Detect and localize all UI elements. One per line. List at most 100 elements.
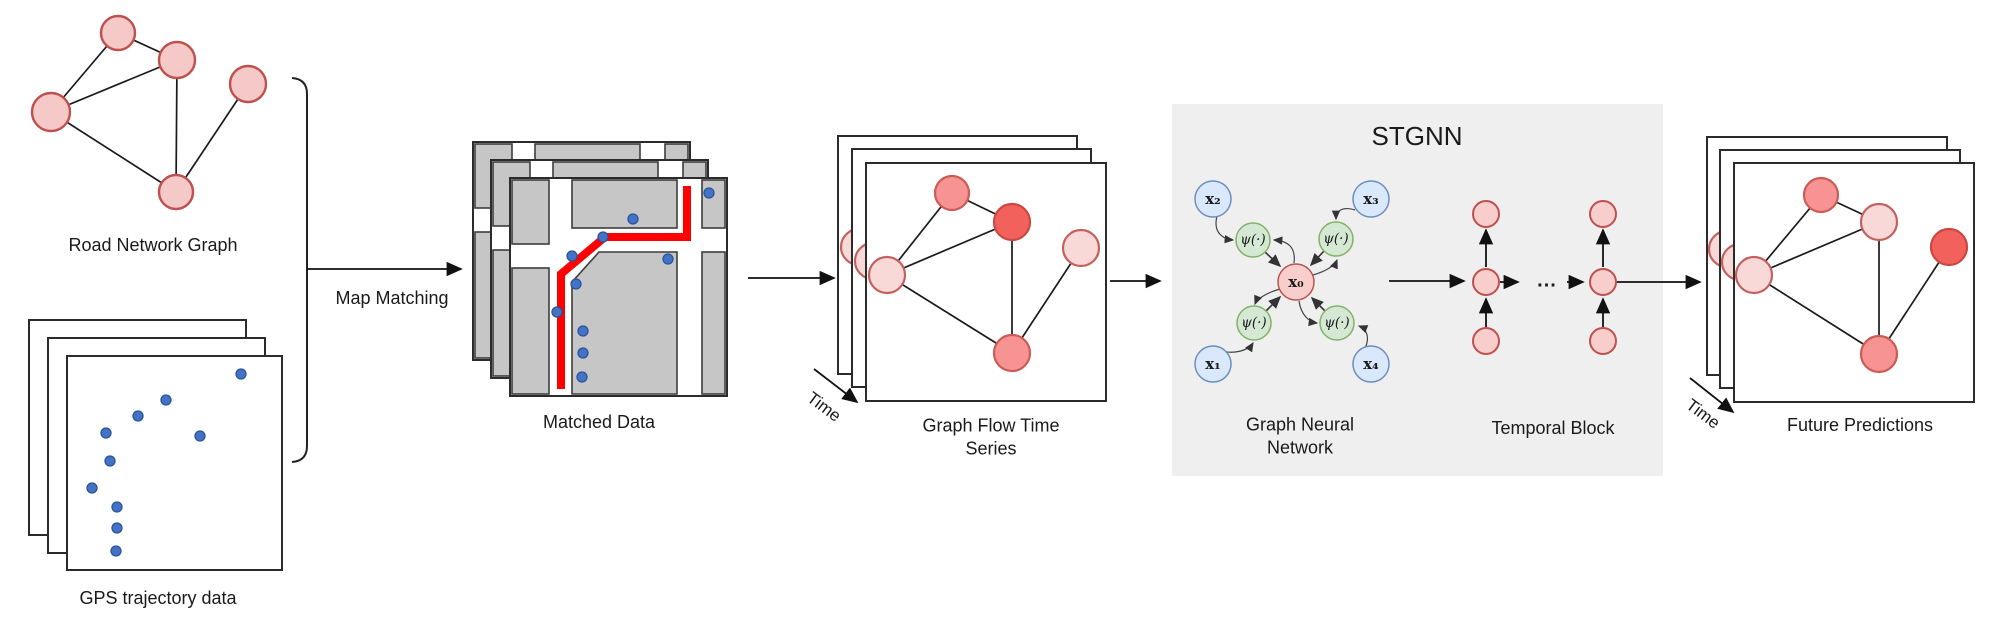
message-fn-node	[1318, 221, 1354, 257]
input-node-x4	[1352, 345, 1390, 383]
psi-label: ψ(·)	[1324, 315, 1350, 331]
map-block	[701, 251, 726, 395]
gps-point	[577, 325, 589, 337]
future-front-panel	[1733, 162, 1975, 403]
gps-point	[703, 187, 715, 199]
update-arrow	[1298, 300, 1319, 327]
graph-node	[1859, 202, 1899, 242]
temporal-node	[1472, 327, 1500, 355]
stgnn-box	[1172, 104, 1663, 476]
gps-point	[577, 347, 589, 359]
input-node-x3	[1352, 180, 1390, 218]
graph-node	[1929, 227, 1969, 267]
gps-point	[160, 394, 172, 406]
ellipsis: ...	[1537, 269, 1557, 292]
gps-point	[235, 368, 247, 380]
gps-point	[111, 501, 123, 513]
temporal-node	[1589, 200, 1617, 228]
gps-point	[104, 455, 116, 467]
future-predictions-panels	[1689, 136, 1975, 414]
graph-node	[992, 202, 1032, 242]
graph-edge	[1011, 247, 1082, 354]
message-fn-node	[1319, 305, 1355, 341]
gps-point	[86, 482, 98, 494]
x4-label: x₄	[1363, 355, 1379, 373]
gps-point	[551, 306, 563, 318]
gnn-label: Graph Neural Network	[1245, 414, 1355, 458]
center-node-x0	[1277, 263, 1315, 301]
matched-data-panels	[472, 141, 728, 397]
road-network-graph	[30, 14, 268, 211]
graph-edge	[886, 221, 1013, 276]
graph-node	[30, 91, 72, 133]
graph-node	[867, 255, 907, 295]
gps-point	[100, 427, 112, 439]
temporal-node	[1472, 200, 1500, 228]
graph-node	[933, 174, 971, 212]
map-block	[571, 179, 678, 229]
map-front-panel	[509, 177, 728, 397]
map-block	[701, 179, 726, 229]
graph-edge	[1878, 246, 1950, 355]
gps-point	[110, 545, 122, 557]
message-arrow	[1331, 207, 1356, 221]
graph-edge	[175, 83, 249, 193]
road-network-label: Road Network Graph	[68, 234, 238, 255]
graph-edge	[50, 111, 177, 193]
map-block	[571, 251, 678, 395]
gps-point	[111, 522, 123, 534]
message-fn-node	[1235, 222, 1271, 258]
stgnn-title: STGNN	[1371, 120, 1463, 151]
gps-point	[570, 278, 582, 290]
graph-node	[992, 333, 1032, 373]
graph-flow-front-panel	[865, 162, 1107, 402]
gps-point	[576, 371, 588, 383]
input-node-x2	[1194, 180, 1232, 218]
gps-front-panel	[66, 355, 283, 571]
graph-node	[1061, 228, 1101, 268]
gps-point	[662, 253, 674, 265]
temporal-block-label: Temporal Block	[1491, 417, 1615, 438]
message-arrow	[1215, 215, 1235, 244]
map-block	[511, 179, 550, 245]
panel	[66, 355, 283, 571]
aggregate-arrow	[1265, 295, 1282, 312]
graph-edge	[175, 59, 178, 193]
map-matching-label: Map Matching	[335, 287, 449, 308]
graph-node	[157, 40, 197, 80]
message-fn-node	[1236, 305, 1272, 341]
graph-flow-label: Graph Flow Time Series	[922, 415, 1060, 459]
graph-node	[157, 173, 195, 211]
time-axis-arrow	[1689, 377, 1735, 414]
graph-flow-panels	[813, 135, 1107, 404]
aggregate-arrow	[1310, 296, 1326, 312]
update-arrow	[1272, 236, 1295, 264]
graph-node	[228, 64, 268, 104]
panel	[865, 162, 1107, 402]
map-block	[511, 267, 550, 395]
x0-label: x₀	[1288, 273, 1304, 291]
x2-label: x₂	[1205, 190, 1221, 208]
graph-edge	[50, 59, 178, 113]
x3-label: x₃	[1363, 190, 1379, 208]
update-arrow	[1254, 288, 1281, 306]
input-node-x1	[1194, 345, 1232, 383]
graph-neural-network	[1194, 180, 1390, 383]
graph-node	[1802, 176, 1840, 214]
temporal-node	[1472, 268, 1500, 296]
grouping-bracket	[291, 77, 308, 463]
time-axis-arrow	[813, 368, 859, 404]
psi-label: ψ(·)	[1241, 315, 1267, 331]
aggregate-arrow	[1309, 250, 1325, 267]
gps-point	[132, 410, 144, 422]
graph-edge	[1753, 221, 1880, 276]
graph-node	[99, 14, 137, 52]
gps-point	[194, 430, 206, 442]
update-arrow	[1312, 258, 1338, 276]
temporal-node	[1589, 327, 1617, 355]
aggregate-arrow	[1264, 251, 1282, 268]
psi-label: ψ(·)	[1240, 232, 1266, 248]
gps-point	[597, 231, 609, 243]
gps-data-label: GPS trajectory data	[79, 587, 237, 608]
